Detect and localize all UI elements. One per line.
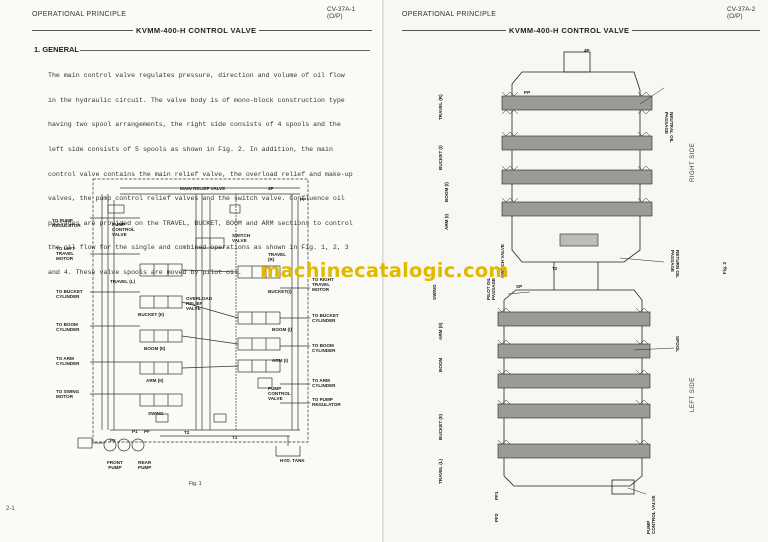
fig1-hyd-tank-label: HYD. TANK: [280, 458, 305, 463]
fig1-travel-l-label: TRAVEL (L): [110, 279, 136, 284]
right-page-title: KVMM-400-H CONTROL VALVE: [506, 26, 633, 35]
fig2-spool-label: SPOOL: [675, 336, 680, 353]
right-page-header: OPERATIONAL PRINCIPLE: [402, 11, 497, 18]
body-line: passages are provided on the TRAVEL, BUC…: [48, 219, 353, 227]
fig1-to-bucket-cylinder-right: TO BUCKET CYLINDER: [312, 313, 339, 324]
body-line: left side consists of 5 spools as shown …: [48, 146, 333, 154]
right-doc-code-line2: (O/P): [727, 13, 743, 20]
body-line: The main control valve regulates pressur…: [48, 72, 345, 80]
fig1-to-swing-motor: TO SWING MOTOR: [56, 389, 80, 400]
body-line: in the hydraulic circuit. The valve body…: [48, 96, 345, 104]
fig1-boom-ii-label: BOOM (II): [144, 346, 166, 351]
upper-spools: [501, 95, 653, 247]
fig1-to-left-travel-motor: TO LEFT TRAVEL MOTOR: [56, 246, 76, 262]
watermark: machinecatalogic.com: [260, 259, 509, 282]
fig2-boom-i-label: BOOM (I): [444, 182, 449, 202]
fig2-right-side-label: RIGHT SIDE: [690, 142, 696, 182]
fig1-pp-label: PP: [300, 197, 307, 202]
fig1-pump-control-valve-right: PUMP CONTROL VALVE: [268, 386, 291, 402]
fig2-t2-label: T2: [552, 266, 558, 271]
section-heading: 1. GENERAL: [34, 45, 80, 54]
fig1-p1-label: P1: [132, 429, 138, 434]
fig2-arm-i-label: ARM (I): [444, 213, 449, 230]
fig2-pump-control-valve-label: PUMP CONTROL VALVE: [646, 495, 657, 534]
fig2-valve-cross-section: [497, 51, 675, 495]
left-page: OPERATIONAL PRINCIPLE CV-37A-1 (O/P) KVM…: [6, 6, 378, 512]
fig1-t1-label: T1: [232, 435, 238, 440]
lower-spools: [497, 311, 651, 459]
fig1-to-boom-cylinder-right: TO BOOM CYLINDER: [312, 343, 336, 354]
fig1-swing-label: SWING: [148, 411, 164, 416]
right-doc-code: CV-37A-2 (O/P): [727, 6, 755, 20]
fig1-pf-label: PF: [144, 429, 150, 434]
left-doc-code-line2: (O/P): [327, 13, 343, 20]
fig2-return-oil-passage-label: RETURN OIL PASSAGE: [669, 250, 680, 279]
left-doc-code-line1: CV-37A-1: [327, 6, 356, 13]
left-page-number: 2-1: [6, 506, 15, 512]
left-page-header: OPERATIONAL PRINCIPLE: [32, 11, 127, 18]
fig2-neutral-oil-passage-label: NEUTRAL OIL PASSAGE: [663, 112, 674, 143]
fig1-pump-control-valve-left: PUMP CONTROL VALVE: [112, 222, 135, 238]
fig1-travel-r-label: TRAVEL (R): [268, 252, 287, 263]
fig1-boom-i-label: BOOM (I): [272, 327, 292, 332]
fig1-arm-ii-label: ARM (II): [146, 378, 164, 383]
fig1-to-arm-cylinder-left: TO ARM CYLINDER: [56, 356, 80, 367]
fig1-to-boom-cylinder-left: TO BOOM CYLINDER: [56, 322, 80, 333]
left-page-title: KVMM-400-H CONTROL VALVE: [133, 26, 260, 35]
fig2-arm-ii-label: ARM (II): [438, 322, 443, 340]
fig2-boom-ii-label: BOOM: [438, 357, 443, 372]
fig1-to-arm-cylinder-right: TO ARM CYLINDER: [312, 378, 336, 389]
fig2-4p-label: 4P: [584, 48, 590, 53]
fig2-pf2-label: PF2: [494, 513, 499, 522]
fig1-rear-pump-label: REAR PUMP: [138, 460, 152, 471]
fig1-to-right-travel-motor: TO RIGHT TRAVEL MOTOR: [312, 277, 334, 293]
fig2-bucket-ii-label: BUCKET (II): [438, 413, 443, 440]
fig1-switch-valve-label: SWITCH VALVE: [232, 233, 251, 244]
fig2-sp-label: SP: [516, 284, 523, 289]
body-text: The main control valve regulates pressur…: [48, 58, 378, 292]
fig2-swing-label: SWING: [432, 284, 437, 300]
fig2-pp-label: PP: [524, 90, 531, 95]
fig1-4p-label: 4P: [268, 186, 274, 191]
fig1-bucket-ii-label: BUCKET (II): [138, 312, 165, 317]
fig1-caption: Fig. 1: [189, 481, 202, 487]
fig1-p2-label: P2: [110, 438, 116, 443]
body-line: control valve contains the main relief v…: [48, 170, 353, 178]
fig2-left-side-label: LEFT SIDE: [690, 377, 696, 412]
fig2-pf1-label: PF1: [494, 491, 499, 500]
right-page: OPERATIONAL PRINCIPLE CV-37A-2 (O/P) KVM…: [384, 0, 768, 542]
fig1-t2-label: T2: [184, 430, 190, 435]
body-line: and 4. These valve spools are moved by p…: [48, 269, 242, 277]
fig2-caption: Fig. 2: [722, 262, 727, 274]
fig1-front-pump-label: FRONT PUMP: [107, 460, 123, 471]
body-line: the oil flow for the single and combined…: [48, 244, 349, 252]
fig1-to-pump-regulator-right: TO PUMP REGULATOR: [312, 397, 341, 408]
book-spine: [382, 0, 385, 542]
fig1-overload-relief-valve: OVERLOAD RELIEF VALVE: [186, 296, 213, 312]
fig1-hydraulic-circuit-diagram: [77, 178, 310, 457]
fig1-main-relief-valve-label: MAIN RELIEF VALVE: [180, 186, 226, 191]
fig1-arm-i-label: ARM (I): [272, 358, 289, 363]
fig2-travel-r-label: TRAVEL (R): [438, 94, 443, 120]
fig2-bucket-i-label: BUCKET (I): [438, 145, 443, 170]
right-doc-code-line1: CV-37A-2: [727, 6, 756, 13]
fig1-to-bucket-cylinder-left: TO BUCKET CYLINDER: [56, 289, 83, 300]
fig1-to-pump-regulator-left: TO PUMP REGULATOR: [52, 218, 81, 229]
fig1-bucket-i-label: BUCKET(I): [268, 289, 292, 294]
body-line: having two spool arrangements, the right…: [48, 121, 341, 129]
left-doc-code: CV-37A-1 (O/P): [327, 6, 355, 20]
body-line: valves, the pump control relief valves a…: [48, 195, 345, 203]
fig2-travel-l-label: TRAVEL (L): [438, 458, 443, 484]
section-rule: [80, 50, 370, 51]
